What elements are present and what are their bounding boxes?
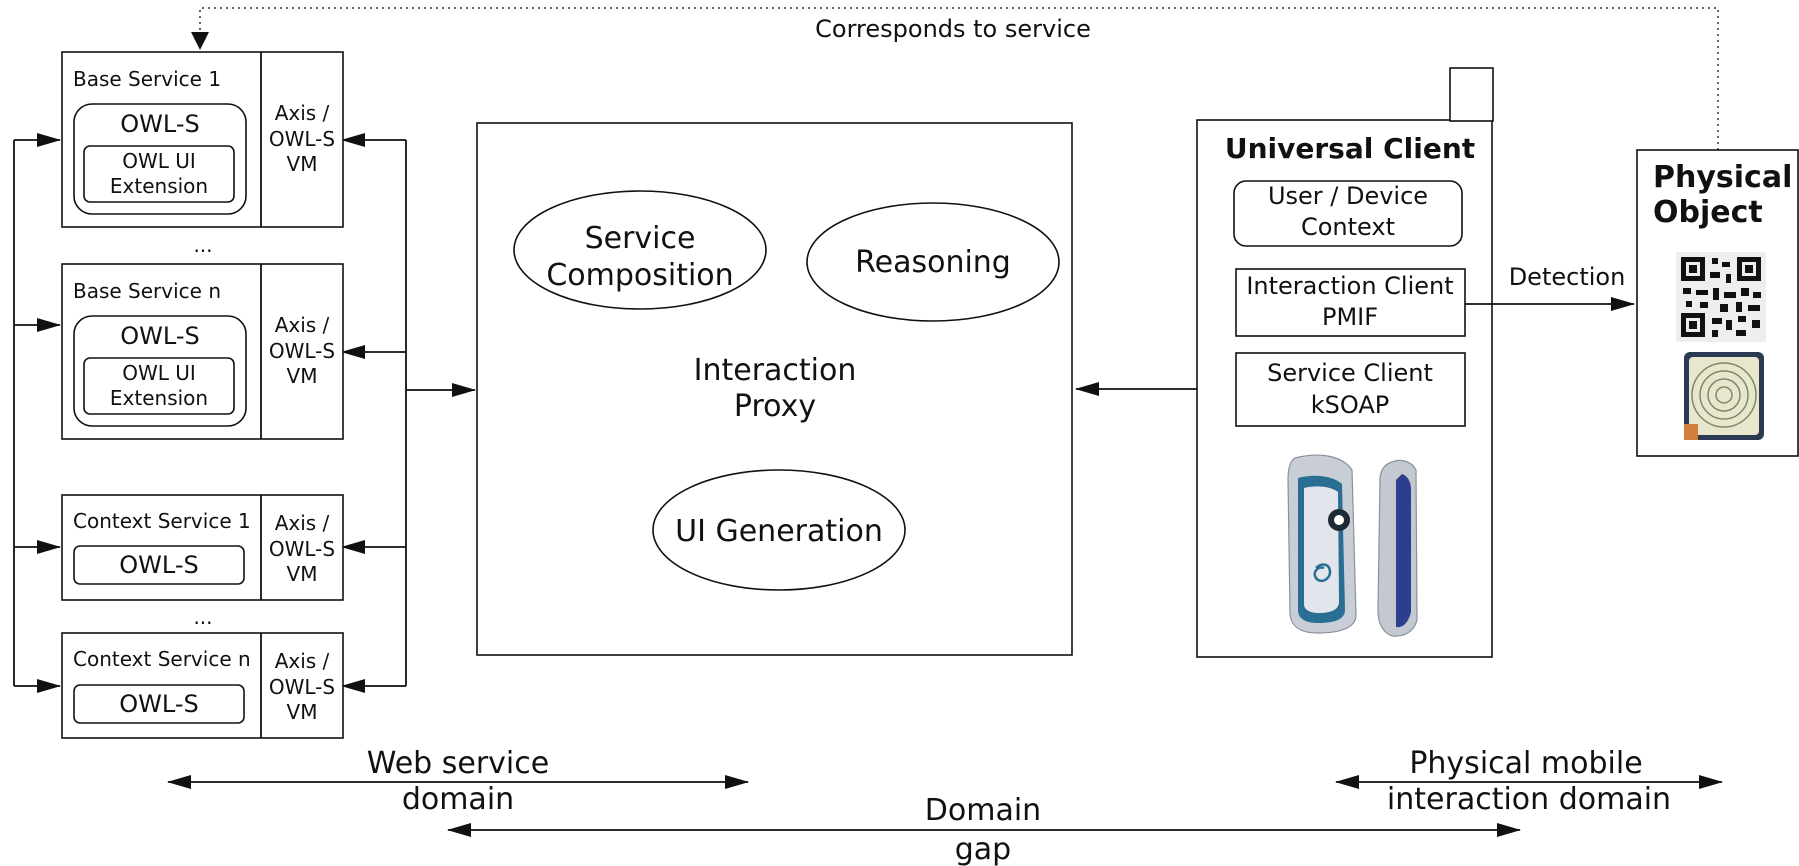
context-service-1-axis-line1: Axis / [275, 511, 330, 535]
ui-generation-ellipse [652, 469, 906, 591]
reasoning-ellipse [806, 202, 1060, 322]
interaction-proxy-box [476, 122, 1073, 656]
context-box [1233, 180, 1463, 247]
base-service-1-title: Base Service 1 [73, 67, 221, 91]
physical-domain-line1: Physical mobile [1409, 746, 1642, 781]
context-line1: User / Device [1268, 182, 1428, 210]
detection-label: Detection [1509, 263, 1626, 291]
corresponds-arrowhead [191, 32, 209, 50]
service-client-line2: kSOAP [1311, 391, 1390, 419]
base-service-1-box [61, 51, 344, 228]
base-service-1-axis-line2: OWL-S [269, 127, 335, 151]
base-service-1: Base Service 1 OWL-S OWL UI Extension Ax… [61, 51, 344, 228]
context-service-n-title: Context Service n [73, 647, 251, 671]
corresponds-label: Corresponds to service [815, 15, 1091, 43]
context-service-n: Context Service n OWL-S Axis / OWL-S VM [61, 632, 344, 739]
physical-object: Physical Object [1636, 149, 1799, 457]
corresponds-dotted-line [199, 7, 1719, 150]
context-service-1-owls-box [73, 545, 245, 585]
context-service-n-axis-line2: OWL-S [269, 675, 335, 699]
base-service-1-owls-box [73, 103, 247, 215]
context-service-1: Context Service 1 OWL-S Axis / OWL-S VM [61, 494, 344, 601]
base-service-n-axis-line2: OWL-S [269, 339, 335, 363]
context-service-1-owls-label: OWL-S [119, 551, 198, 579]
qr-code-image [1676, 252, 1766, 342]
physical-domain-line2: interaction domain [1387, 782, 1671, 817]
context-line2: Context [1301, 213, 1395, 241]
interaction-proxy: Service Composition Reasoning Interactio… [476, 122, 1073, 656]
interaction-proxy-title-line1: Interaction [694, 353, 857, 388]
service-composition-line2: Composition [546, 258, 733, 293]
context-service-n-axis-line1: Axis / [275, 649, 330, 673]
context-service-n-owls-box [73, 684, 245, 724]
ellipsis-context: ... [193, 605, 212, 629]
base-service-n-box [61, 263, 344, 440]
ui-generation-label: UI Generation [675, 514, 883, 549]
web-domain-line1: Web service [367, 746, 549, 781]
universal-client-tab [1449, 67, 1494, 122]
base-service-n-ui-ext-line2: Extension [110, 386, 208, 410]
domain-gap-line2: gap [955, 832, 1011, 866]
context-service-n-axis-line3: VM [287, 700, 318, 724]
service-client-line1: Service Client [1267, 359, 1433, 387]
base-service-n-ui-ext-line1: OWL UI [122, 361, 196, 385]
service-composition-ellipse [513, 190, 767, 310]
ellipsis-base: ... [193, 233, 212, 257]
web-domain-line2: domain [402, 782, 514, 817]
base-service-1-ui-ext-box [83, 145, 235, 203]
interaction-client-line2: PMIF [1322, 303, 1378, 331]
context-service-n-owls-label: OWL-S [119, 690, 198, 718]
domain-gap-line1: Domain [925, 793, 1041, 828]
base-service-1-ui-ext-line2: Extension [110, 174, 208, 198]
base-service-1-ui-ext-line1: OWL UI [122, 149, 196, 173]
interaction-client-line1: Interaction Client [1246, 272, 1453, 300]
base-service-n: Base Service n OWL-S OWL UI Extension Ax… [61, 263, 344, 440]
context-service-1-title: Context Service 1 [73, 509, 251, 533]
interaction-proxy-title-line2: Proxy [734, 389, 816, 424]
base-service-n-ui-ext-box [83, 357, 235, 415]
context-service-1-axis-line2: OWL-S [269, 537, 335, 561]
base-service-1-owls-label: OWL-S [120, 110, 199, 138]
base-service-1-axis-line3: VM [287, 152, 318, 176]
reasoning-label: Reasoning [855, 245, 1011, 280]
service-client-box [1235, 352, 1466, 427]
service-composition-line1: Service [585, 221, 696, 256]
context-service-1-axis-line3: VM [287, 562, 318, 586]
base-service-n-axis-line3: VM [287, 364, 318, 388]
rfid-tag-image [1684, 352, 1764, 440]
universal-client-title: Universal Client [1225, 132, 1475, 165]
base-service-1-axis-line1: Axis / [275, 101, 330, 125]
physical-object-line2: Object [1653, 195, 1763, 230]
universal-client: Universal Client User / Device Context I… [1196, 67, 1494, 658]
interaction-client-box [1235, 268, 1466, 337]
base-service-n-title: Base Service n [73, 279, 221, 303]
context-service-1-box [61, 494, 344, 601]
physical-object-line1: Physical [1653, 160, 1792, 195]
base-service-n-owls-box [73, 315, 247, 427]
base-service-n-owls-label: OWL-S [120, 322, 199, 350]
base-service-n-axis-line1: Axis / [275, 313, 330, 337]
mobile-phone-image [1287, 454, 1418, 637]
